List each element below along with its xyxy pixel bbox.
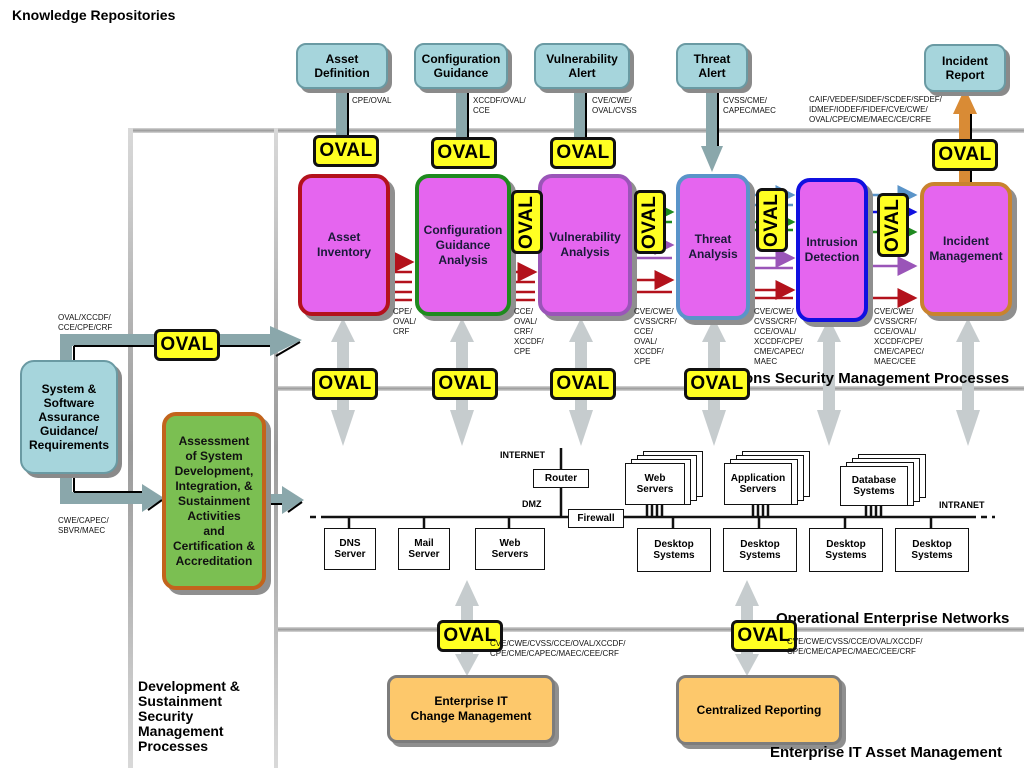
threat-analysis-output: CVE/CWE/ CVSS/CRF/ CCE/OVAL/ XCCDF/CPE/ … [754,307,804,366]
assessment-box[interactable]: Assessment of System Development, Integr… [162,412,266,590]
centralized-reporting-label: Centralized Reporting [696,702,822,717]
oval-badge-change-mgmt: OVAL [437,620,503,652]
oval-badge-left: OVAL [154,329,220,361]
process-threat-analysis[interactable]: Threat Analysis [676,174,750,320]
vulnerability-alert-standards: CVE/CWE/ OVAL/CVSS [592,96,637,115]
oval-badge-mid-2: OVAL [432,368,498,400]
section-development-label: Development & Sustainment Security Manag… [138,678,240,754]
threat-analysis-label: Threat Analysis [688,232,738,261]
asset-inventory-output: CPE/ OVAL/ CRF [393,307,416,336]
change-management-label: Enterprise IT Change Management [410,694,532,723]
database-systems-label: Database Systems [840,466,908,506]
configuration-analysis-output: CCE/ OVAL/ CRF/ XCCDF/ CPE [514,307,544,356]
intrusion-detection-label: Intrusion Detection [804,235,860,264]
reporting-standards: CVE/CWE/CVSS/CCE/OVAL/XCCDF/ CPE/CME/CAP… [787,637,923,656]
asset-inventory-label: Asset Inventory [316,230,371,259]
internet-label: INTERNET [500,450,545,460]
change-mgmt-standards: CVE/CWE/CVSS/CCE/OVAL/XCCDF/ CPE/CME/CAP… [490,639,626,658]
application-servers-label: Application Servers [724,463,792,505]
configuration-guidance-standards: XCCDF/OVAL/ CCE [473,96,526,115]
diagram-title: Knowledge Repositories [12,7,176,23]
desktop-systems-2[interactable]: Desktop Systems [723,528,797,572]
web-servers-stack[interactable]: Web Servers [625,451,705,507]
incident-report-standards: CAIF/VEDEF/SIDEF/SCDEF/SFDEF/ IDMEF/IODE… [809,95,942,124]
knowledge-vulnerability-alert[interactable]: Vulnerability Alert [534,43,630,89]
section-asset-management-label: Enterprise IT Asset Management [770,744,1003,761]
guidance-top-standards: OVAL/XCCDF/ CCE/CPE/CRF [58,313,113,332]
process-incident-management[interactable]: Incident Management [920,182,1012,316]
oval-badge-incident: OVAL [932,139,998,171]
assessment-label: Assessment of System Development, Integr… [172,433,255,568]
knowledge-configuration-guidance[interactable]: Configuration Guidance [414,43,508,89]
oval-badge-configuration: OVAL [431,137,497,169]
section-operations-label: ons Security Management Processes [744,370,1010,387]
database-systems-stack[interactable]: Database Systems [840,454,930,508]
asset-definition-standards: CPE/OVAL [352,96,392,105]
router-node[interactable]: Router [533,469,589,488]
incident-management-label: Incident Management [929,234,1003,263]
networks-bottom-border [278,627,1024,632]
section-networks-label: Operational Enterprise Networks [776,610,1010,627]
oval-badge-vertical-3: OVAL [756,188,788,252]
oval-badge-vulnerability: OVAL [550,137,616,169]
configuration-guidance-analysis-label: Configuration Guidance Analysis [423,222,503,267]
system-software-assurance-label: System & Software Assurance Guidance/ Re… [28,382,110,452]
dns-server-node[interactable]: DNS Server [324,528,376,570]
threat-alert-label: Threat Alert [693,52,731,80]
operations-bottom-border [278,386,1024,391]
change-management-box[interactable]: Enterprise IT Change Management [387,675,555,743]
application-servers-stack[interactable]: Application Servers [724,451,814,507]
knowledge-threat-alert[interactable]: Threat Alert [676,43,748,89]
configuration-guidance-label: Configuration Guidance [421,52,501,80]
knowledge-asset-definition[interactable]: Asset Definition [296,43,388,89]
vulnerability-analysis-label: Vulnerability Analysis [549,230,621,259]
desktop-systems-4[interactable]: Desktop Systems [895,528,969,572]
guidance-bottom-standards: CWE/CAPEC/ SBVR/MAEC [58,516,109,535]
intrusion-detection-output: CVE/CWE/ CVSS/CRF/ CCE/OVAL/ XCCDF/CPE/ … [874,307,924,366]
process-intrusion-detection[interactable]: Intrusion Detection [796,178,868,322]
asset-definition-label: Asset Definition [314,52,370,80]
firewall-node[interactable]: Firewall [568,509,624,528]
centralized-reporting-box[interactable]: Centralized Reporting [676,675,842,745]
vulnerability-analysis-output: CVE/CWE/ CVSS/CRF/ CCE/ OVAL/ XCCDF/ CPE [634,307,677,366]
process-asset-inventory[interactable]: Asset Inventory [298,174,390,316]
threat-alert-standards: CVSS/CME/ CAPEC/MAEC [723,96,776,115]
process-vulnerability-analysis[interactable]: Vulnerability Analysis [538,174,632,316]
oval-badge-vertical-4: OVAL [877,193,909,257]
dmz-web-servers-node[interactable]: Web Servers [475,528,545,570]
oval-badge-mid-4: OVAL [684,368,750,400]
oval-badge-vertical-1: OVAL [511,190,543,254]
system-software-assurance-box[interactable]: System & Software Assurance Guidance/ Re… [20,360,118,474]
desktop-systems-3[interactable]: Desktop Systems [809,528,883,572]
mail-server-node[interactable]: Mail Server [398,528,450,570]
oval-badge-mid-3: OVAL [550,368,616,400]
vulnerability-alert-label: Vulnerability Alert [546,52,618,80]
incident-report-label: Incident Report [941,54,988,82]
knowledge-incident-report[interactable]: Incident Report [924,44,1006,92]
oval-badge-vertical-2: OVAL [634,190,666,254]
oval-badge-mid-1: OVAL [312,368,378,400]
process-configuration-guidance-analysis[interactable]: Configuration Guidance Analysis [415,174,511,316]
oval-badge-asset: OVAL [313,135,379,167]
dmz-label: DMZ [522,499,542,509]
oval-badge-reporting: OVAL [731,620,797,652]
inner-left-border [274,128,278,768]
intranet-label: INTRANET [939,500,985,510]
web-servers-label: Web Servers [625,463,685,505]
left-section-border [128,128,133,768]
desktop-systems-1[interactable]: Desktop Systems [637,528,711,572]
